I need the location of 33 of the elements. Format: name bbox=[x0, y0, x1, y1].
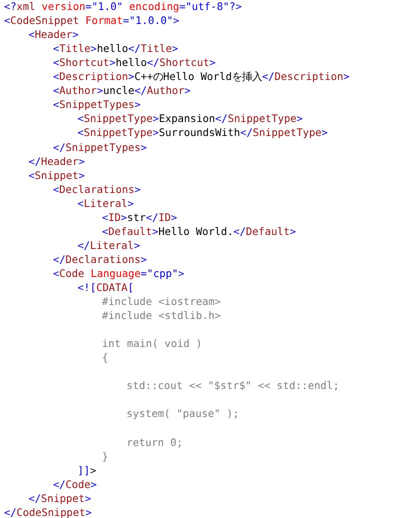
code-line: <CodeSnippet Format="1.0.0"> bbox=[4, 15, 180, 28]
code-line: <Declarations> bbox=[53, 184, 141, 197]
code-line: </CodeSnippet> bbox=[4, 506, 92, 518]
code-line: return 0; bbox=[126, 436, 183, 450]
code-line: <Description>C++のHello Worldを挿入</Description> bbox=[53, 71, 350, 84]
code-line: <Default>Hello World.</Default> bbox=[102, 226, 296, 239]
code-line: std::cout << "$str$" << std::endl; bbox=[126, 380, 340, 394]
code-line: <Shortcut>hello</Shortcut> bbox=[53, 57, 216, 70]
code-line: </Declarations> bbox=[53, 254, 147, 267]
code-line: <Literal> bbox=[78, 198, 134, 211]
code-line: <Snippet> bbox=[28, 170, 85, 183]
code-line: ]]> bbox=[78, 464, 96, 478]
code-line: } bbox=[102, 450, 108, 464]
code-line: #include <stdlib.h> bbox=[102, 310, 221, 324]
code-line: </Code> bbox=[53, 478, 97, 492]
code-line: int main( void ) bbox=[102, 338, 202, 352]
code-line: <?xml version="1.0" encoding="utf-8"?> bbox=[4, 1, 242, 14]
code-line: <ID>str</ID> bbox=[102, 212, 178, 225]
code-line: </Header> bbox=[28, 156, 85, 169]
code-line: <Author>uncle</Author> bbox=[53, 85, 191, 98]
code-line: <Title>hello</Title> bbox=[53, 43, 178, 56]
code-line: system( "pause" ); bbox=[126, 408, 240, 422]
code-line: <SnippetType>Expansion</SnippetType> bbox=[78, 113, 303, 126]
code-line: </Snippet> bbox=[28, 492, 92, 506]
code-line: #include <iostream> bbox=[102, 296, 221, 310]
code-line: </Literal> bbox=[78, 240, 140, 253]
code-line: <Header> bbox=[28, 29, 79, 42]
code-line: </SnippetTypes> bbox=[53, 142, 147, 154]
code-line: <SnippetType>SurroundsWith</SnippetType> bbox=[78, 127, 328, 140]
code-line: <SnippetTypes> bbox=[53, 99, 141, 112]
code-line: <![CDATA[ bbox=[78, 282, 134, 295]
code-line: <Code Language="cpp"> bbox=[53, 268, 184, 281]
code-line: { bbox=[102, 352, 108, 366]
